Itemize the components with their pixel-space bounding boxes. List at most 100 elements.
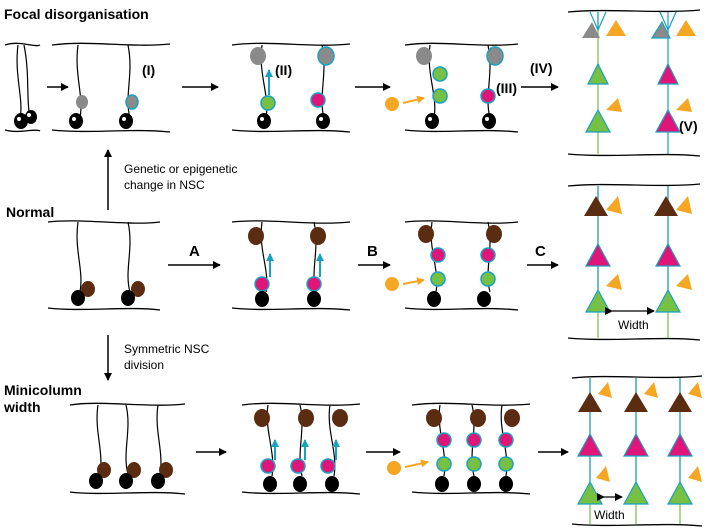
pyramidal-neuron-green <box>654 288 682 313</box>
note-symmetric-line1: Symmetric NSC <box>124 342 210 356</box>
nsc-cell <box>121 290 135 306</box>
pyramidal-neuron-green <box>622 480 650 505</box>
pyramidal-neuron-green <box>576 480 604 505</box>
pyramidal-neuron-green <box>666 480 694 505</box>
focal-row <box>4 9 701 157</box>
nsc-cell <box>263 476 277 492</box>
nsc-cell <box>435 476 449 492</box>
gray-progenitor-outlined <box>317 46 335 66</box>
magenta-neuron-precursor <box>466 432 482 448</box>
magenta-neuron-precursor <box>290 458 306 474</box>
magenta-neuron-precursor <box>436 432 452 448</box>
focal-panel-1 <box>4 42 41 133</box>
progenitor-brown <box>127 462 141 478</box>
focal-panel-3 <box>231 42 351 133</box>
width-label-minicolumn: Width <box>592 508 627 522</box>
note-genetic-line1: Genetic or epigenetic <box>124 162 238 176</box>
row-title-minicolumn-2: width <box>4 399 41 415</box>
step-b: B <box>367 243 378 260</box>
progenitor-brown <box>159 462 173 478</box>
interneuron-orange <box>688 466 702 482</box>
nsc-cell <box>119 473 133 489</box>
tangential-migration-arrow <box>402 95 425 104</box>
interneuron-orange <box>606 98 622 112</box>
nsc-cell <box>89 473 103 489</box>
minicolumn-panel-3 <box>387 402 531 495</box>
pyramidal-neuron-brown <box>584 196 608 216</box>
gray-progenitor-outlined <box>125 94 139 110</box>
interneuron-orange <box>387 461 401 475</box>
progenitor-brown <box>254 409 270 427</box>
nsc-cell <box>307 291 321 307</box>
gray-progenitor <box>76 95 88 109</box>
magenta-neuron-precursor <box>480 88 496 104</box>
gray-neuron <box>582 22 600 38</box>
note-genetic-line2: change in NSC <box>124 178 205 192</box>
normal-panel-4 <box>567 183 701 341</box>
interneuron-orange <box>385 277 399 291</box>
magenta-neuron-precursor <box>498 432 514 448</box>
interneuron-orange <box>606 196 622 214</box>
nsc-cell <box>71 290 85 306</box>
label-iii: (III) <box>496 80 517 96</box>
pyramidal-neuron-magenta <box>666 432 694 457</box>
nsc-cell <box>425 113 439 129</box>
nsc-cell <box>482 113 496 129</box>
step-a: A <box>189 243 200 260</box>
green-neuron-precursor <box>436 456 452 472</box>
nsc-cell <box>119 113 133 129</box>
green-neuron-precursor <box>432 88 448 104</box>
magenta-neuron-precursor <box>320 458 336 474</box>
focal-panel-2 <box>51 42 171 133</box>
normal-row <box>47 183 701 341</box>
interneuron-orange <box>598 382 612 398</box>
interneuron-orange <box>596 466 610 482</box>
progenitor-brown <box>426 409 442 427</box>
gray-progenitor <box>250 47 266 65</box>
pyramidal-neuron-magenta <box>584 242 612 267</box>
nsc-cell <box>151 473 165 489</box>
width-label-normal: Width <box>616 318 651 332</box>
interneuron-orange <box>676 98 692 112</box>
magenta-neuron-precursor <box>430 247 446 263</box>
pyramidal-neuron-brown <box>668 392 692 412</box>
nsc-cell <box>293 476 307 492</box>
progenitor-brown <box>504 409 520 427</box>
row-title-focal: Focal disorganisation <box>4 6 149 22</box>
nsc-cell <box>316 113 330 129</box>
magenta-neuron-precursor <box>310 92 326 108</box>
nsc-cell <box>427 291 441 307</box>
magenta-neuron-precursor <box>480 247 496 263</box>
nsc-cell <box>325 476 339 492</box>
normal-panel-3 <box>385 220 519 311</box>
green-neuron-precursor <box>498 456 514 472</box>
nsc-cell <box>69 113 83 129</box>
nsc-cell <box>499 476 513 492</box>
magenta-neuron-precursor <box>306 276 322 292</box>
normal-panel-1 <box>47 220 161 311</box>
nsc-cell <box>257 113 271 129</box>
nsc-cell <box>25 110 37 124</box>
gray-progenitor-outlined <box>486 46 504 66</box>
tangential-migration-arrow <box>404 459 429 468</box>
row-title-normal: Normal <box>6 204 55 220</box>
focal-panel-5 <box>567 9 701 157</box>
row-title-minicolumn-1: Minicolumn <box>4 382 82 398</box>
gray-progenitor <box>416 47 432 65</box>
pyramidal-neuron-magenta <box>654 242 682 267</box>
tangential-migration-arrow <box>402 277 425 286</box>
focal-panel-4 <box>385 42 519 133</box>
interneuron-orange <box>385 97 399 111</box>
progenitor-brown <box>486 225 502 243</box>
pyramidal-neuron-orange <box>676 20 696 36</box>
progenitor-brown <box>470 409 486 427</box>
pyramidal-neuron-green <box>584 288 612 313</box>
pyramidal-neuron-magenta <box>657 62 679 85</box>
minicolumn-row <box>69 375 703 527</box>
interneuron-orange <box>606 274 622 290</box>
magenta-neuron-precursor <box>254 276 270 292</box>
minicolumn-panel-1 <box>69 402 186 495</box>
nsc-cell <box>14 113 28 129</box>
green-neuron-precursor <box>260 95 276 111</box>
